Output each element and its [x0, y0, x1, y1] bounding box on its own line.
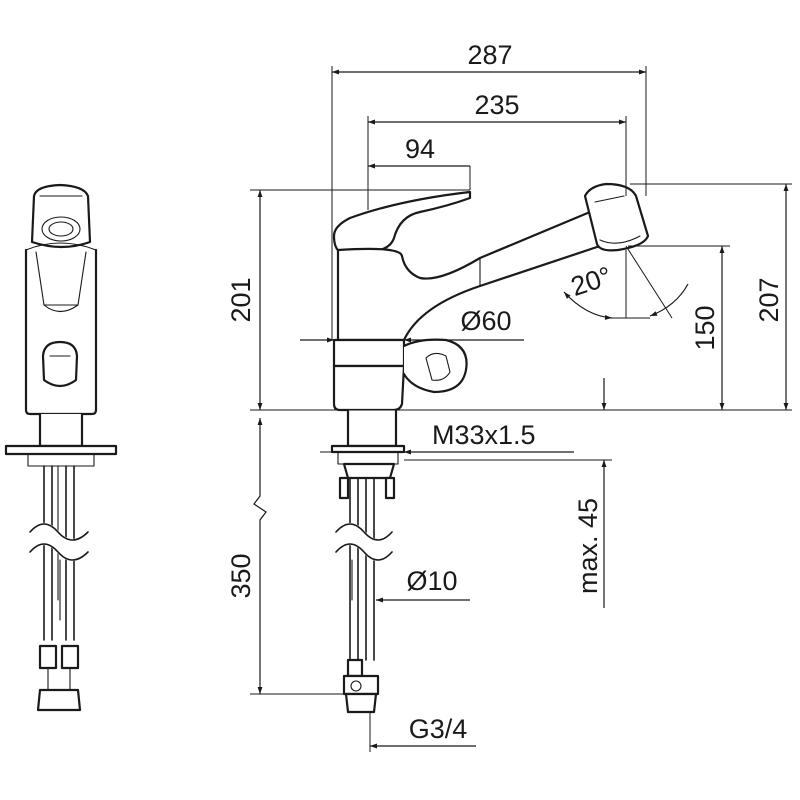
dim-thread: M33x1.5: [432, 420, 536, 450]
front-view: [4, 183, 118, 712]
dim-aerator-height: 150: [690, 305, 720, 350]
dimension-labels: 287 235 94 201 207 150 Ø60 20° M33x1.5 m…: [226, 40, 784, 744]
dim-overall-height: 207: [754, 277, 784, 322]
dim-hose-diameter: Ø10: [406, 566, 457, 596]
side-view: [330, 182, 650, 714]
dim-connection: G3/4: [409, 714, 468, 744]
dim-max-counter-thickness: max. 45: [573, 498, 603, 594]
dim-base-diameter: Ø60: [460, 306, 511, 336]
dim-spout-angle: 20°: [567, 261, 615, 302]
dim-body-height: 201: [226, 277, 256, 322]
dim-spout-reach: 235: [474, 90, 519, 120]
dim-hose-length: 350: [226, 553, 256, 598]
dimension-lines: [250, 66, 792, 752]
dim-lever-reach: 94: [405, 134, 435, 164]
dim-overall-reach: 287: [467, 40, 512, 70]
